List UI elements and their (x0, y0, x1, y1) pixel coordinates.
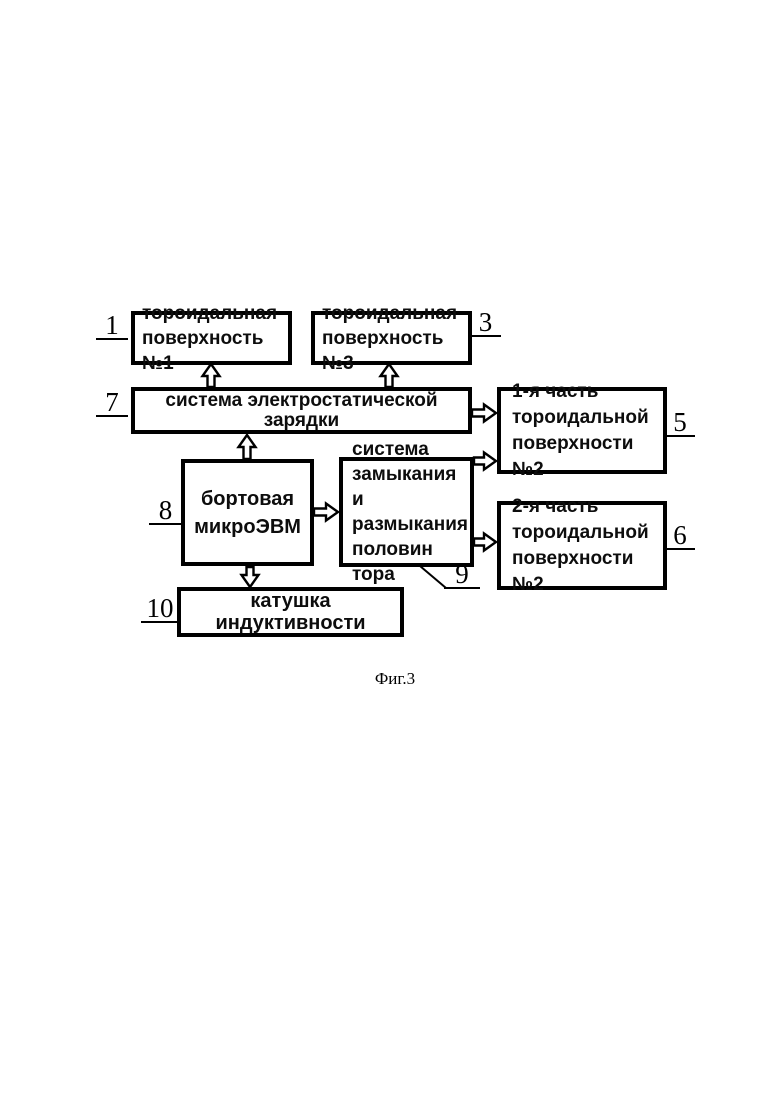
ref-label-10: 10 (141, 595, 179, 623)
block-toroidal-surface-2-part-1-label: 1-я часть тороидальной поверхности №2 (512, 380, 649, 480)
block-torus-halves-switching-system: система замыкания и размыкания половин т… (339, 439, 474, 585)
block-onboard-microcomputer: бортовая микроЭВМ (181, 459, 314, 566)
ref-label-3: 3 (470, 309, 501, 337)
block-toroidal-surface-2-part-2: 2-я часть тороидальной поверхности №2 (497, 496, 667, 595)
block-toroidal-surface-1: тороидальная поверхность №1 (131, 303, 292, 374)
block-electrostatic-charging-system: система электростатической зарядки (131, 387, 472, 434)
block-electrostatic-charging-system-label: система электростатической зарядки (165, 389, 438, 431)
block-torus-halves-switching-system-label: система замыкания и размыкания половин т… (352, 439, 468, 585)
arrow-micro-to-coil-icon (239, 565, 261, 590)
block-inductance-coil: катушка индуктивности (177, 587, 404, 637)
ref-label-1: 1 (96, 312, 128, 340)
ref-label-9: 9 (444, 561, 480, 589)
block-toroidal-surface-2-part-1: 1-я часть тороидальной поверхности №2 (497, 381, 667, 480)
ref-label-6: 6 (665, 522, 695, 550)
block-toroidal-surface-3: тороидальная поверхность №3 (311, 303, 472, 374)
ref-label-5: 5 (665, 409, 695, 437)
block-toroidal-surface-3-label: тороидальная поверхность №3 (322, 302, 458, 374)
block-inductance-coil-label: катушка индуктивности (215, 590, 366, 634)
arrow-charging-to-part1-icon (470, 402, 499, 424)
arrow-micro-to-charging-icon (236, 432, 258, 461)
ref-label-7: 7 (96, 389, 128, 417)
figure-caption: Фиг.3 (374, 669, 416, 688)
arrow-switching-to-part1-icon (472, 450, 499, 472)
arrow-micro-to-switching-icon (312, 501, 341, 523)
block-toroidal-surface-1-label: тороидальная поверхность №1 (142, 302, 278, 374)
ref-label-8: 8 (149, 497, 182, 525)
block-onboard-microcomputer-label: бортовая микроЭВМ (194, 487, 301, 538)
block-toroidal-surface-2-part-2-label: 2-я часть тороидальной поверхности №2 (512, 495, 649, 595)
arrow-switching-to-part2-icon (472, 531, 499, 553)
